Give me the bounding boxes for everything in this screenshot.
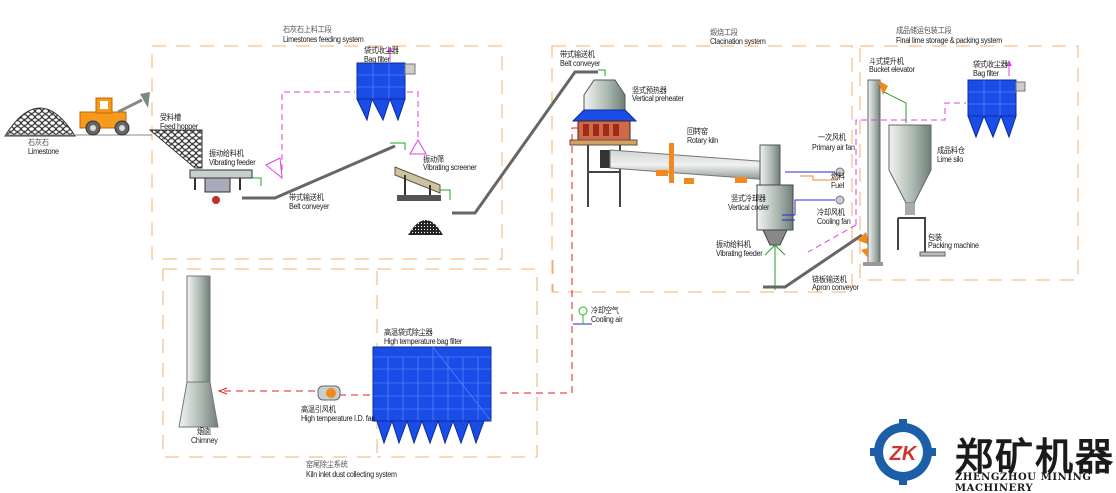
label-en: Rotary kiln bbox=[687, 136, 719, 145]
label-en: Vibrating feeder bbox=[716, 249, 763, 258]
section-title-en: Final lime storage & packing system bbox=[896, 36, 1002, 45]
label-cn: 受料槽 bbox=[160, 113, 181, 122]
vertical-preheater bbox=[569, 79, 638, 207]
label-en: Belt conveyer bbox=[560, 59, 601, 68]
high-temperature-bag-filter bbox=[372, 346, 492, 445]
label-cn: 石灰石 bbox=[28, 138, 49, 147]
label-cn: 袋式收尘器 bbox=[973, 60, 1008, 69]
zk-logo-icon: ZK bbox=[870, 419, 936, 485]
company-logo-text: 郑矿机器 bbox=[955, 435, 1116, 479]
label-cn: 燃料 bbox=[831, 172, 845, 181]
label-en: Primary air fan bbox=[812, 143, 855, 152]
bag-filter-2 bbox=[967, 60, 1026, 139]
label-cn: 一次风机 bbox=[818, 133, 846, 142]
section-title-cn: 石灰石上料工段 bbox=[283, 25, 332, 34]
cooling-air-valve-icon bbox=[573, 306, 592, 325]
label-cn: 带式输送机 bbox=[289, 193, 324, 202]
label-cn: 高温引风机 bbox=[301, 405, 336, 414]
primary-air-fan-icon bbox=[835, 167, 845, 177]
label-cn: 冷却风机 bbox=[817, 208, 845, 217]
cooling-fan-icon bbox=[835, 195, 845, 205]
chimney bbox=[178, 275, 219, 428]
label-en: Chimney bbox=[191, 436, 218, 445]
label-en: Apron conveyor bbox=[812, 283, 859, 292]
section-title-en: Clacination system bbox=[710, 37, 766, 46]
vibrating-feeder-1 bbox=[189, 169, 262, 204]
label-cn: 链板输送机 bbox=[812, 275, 847, 284]
section-title-cn: 窑尾除尘系统 bbox=[306, 460, 348, 469]
svg-text:ZK: ZK bbox=[889, 443, 918, 465]
label-cn: 烟囱 bbox=[197, 427, 211, 436]
label-en: Limestone bbox=[28, 147, 59, 156]
section-box-kiln-inlet-dust bbox=[162, 268, 378, 458]
label-en: Vibrating screener bbox=[423, 163, 477, 172]
belt-conveyer-2 bbox=[452, 70, 598, 215]
section-box-calcination bbox=[551, 45, 853, 293]
label-cn: 带式输送机 bbox=[560, 50, 595, 59]
screened-limestone-pile bbox=[408, 220, 443, 235]
label-cn: 高温袋式除尘器 bbox=[384, 328, 433, 337]
label-cn: 包装 bbox=[928, 233, 942, 242]
label-cn: 成品料仓 bbox=[937, 146, 965, 155]
label-en: Vertical cooler bbox=[728, 203, 770, 212]
label-en: Packing machine bbox=[928, 241, 979, 250]
label-en: High temperature I.D. fan bbox=[301, 414, 376, 423]
label-cn: 振动给料机 bbox=[716, 240, 751, 249]
label-cn: 回转窑 bbox=[687, 127, 708, 136]
section-box-final-storage bbox=[859, 45, 1079, 281]
label-cn: 振动筛 bbox=[423, 155, 444, 164]
label-cn: 斗式提升机 bbox=[869, 57, 904, 66]
label-en: Bag filter bbox=[973, 69, 999, 78]
feed-hopper bbox=[148, 129, 203, 169]
vertical-cooler bbox=[756, 144, 794, 290]
label-en: High temperature bag filter bbox=[384, 337, 462, 346]
label-cn: 竖式预热器 bbox=[632, 86, 667, 95]
label-en: Cooling air bbox=[591, 315, 623, 324]
label-en: Cooling fan bbox=[817, 217, 851, 226]
bag-filter-1 bbox=[356, 47, 416, 122]
label-en: Lime silo bbox=[937, 155, 963, 164]
section-title-cn: 煅烧工段 bbox=[710, 28, 738, 37]
wheel-loader-icon bbox=[79, 92, 150, 136]
label-cn: 冷却空气 bbox=[591, 306, 619, 315]
label-en: Bag filter bbox=[364, 55, 390, 64]
label-en: Belt conveyer bbox=[289, 202, 330, 211]
section-title-en: Limestones feeding system bbox=[283, 35, 364, 44]
label-cn: 袋式收尘器 bbox=[364, 46, 399, 55]
label-en: Bucket elevator bbox=[869, 65, 915, 74]
label-en: Vibrating feeder bbox=[209, 158, 256, 167]
label-en: Vertical preheater bbox=[632, 94, 684, 103]
label-cn: 振动给料机 bbox=[209, 149, 244, 158]
belt-conveyer-1 bbox=[242, 144, 396, 200]
vibrating-screener bbox=[394, 166, 451, 201]
lime-silo bbox=[888, 124, 946, 257]
label-en: Fuel bbox=[831, 181, 844, 190]
limestone-pile bbox=[4, 107, 76, 137]
section-title-en: Kiln inlet dust collecting system bbox=[306, 470, 397, 479]
label-cn: 竖式冷却器 bbox=[731, 194, 766, 203]
company-logo-subtitle: ZHENGZHOU MINING MACHINERY bbox=[955, 472, 1092, 493]
high-temperature-id-fan bbox=[317, 385, 341, 401]
bucket-elevator bbox=[861, 79, 907, 266]
label-en: Feed hopper bbox=[160, 122, 198, 131]
section-title-cn: 成品储运包装工段 bbox=[896, 26, 952, 35]
section-box-limestone-feeding bbox=[151, 45, 503, 260]
apron-conveyor bbox=[763, 233, 863, 289]
rotary-kiln bbox=[609, 143, 773, 184]
